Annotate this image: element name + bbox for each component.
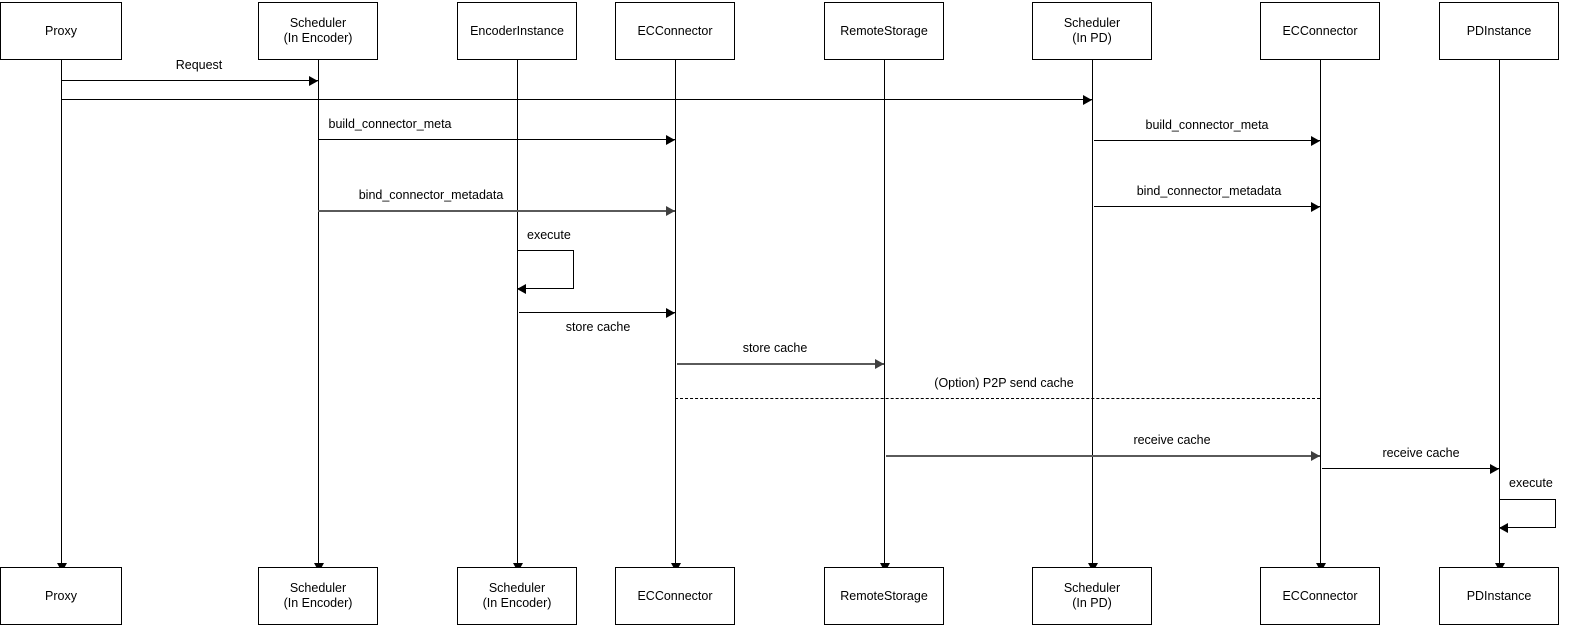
participant-footer-sched_encoder[interactable]: Scheduler (In Encoder)	[258, 567, 378, 625]
message-label-m9: (Option) P2P send cache	[934, 376, 1074, 390]
message-arrowhead-m2	[1083, 95, 1092, 105]
message-arrowhead-m4	[1311, 136, 1320, 146]
participant-header-pdinstance[interactable]: PDInstance	[1439, 2, 1559, 60]
lifeline-ecconnector_r	[1320, 60, 1321, 565]
lifeline-pdinstance	[1499, 60, 1500, 565]
participant-footer-pdinstance[interactable]: PDInstance	[1439, 567, 1559, 625]
self-call-label-s1: execute	[527, 228, 571, 242]
participant-footer-remotestorage[interactable]: RemoteStorage	[824, 567, 944, 625]
message-label-m1: Request	[175, 58, 223, 72]
message-arrowhead-m10	[1311, 451, 1320, 461]
message-label-m11: receive cache	[1382, 446, 1460, 460]
self-call-box-s2[interactable]	[1499, 499, 1556, 528]
message-line-m2[interactable]	[61, 99, 1092, 100]
message-arrowhead-m7	[666, 308, 675, 318]
message-label-m3: build_connector_meta	[328, 117, 452, 131]
lifeline-proxy	[61, 60, 62, 565]
message-arrowhead-m1	[309, 76, 318, 86]
participant-header-proxy[interactable]: Proxy	[0, 2, 122, 60]
message-line-m4[interactable]	[1094, 140, 1320, 141]
participant-header-encoder_inst[interactable]: EncoderInstance	[457, 2, 577, 60]
message-arrowhead-m11	[1490, 464, 1499, 474]
message-arrowhead-m5	[666, 206, 675, 216]
message-label-m6: bind_connector_metadata	[1136, 184, 1282, 198]
message-label-m8: store cache	[742, 341, 808, 355]
message-arrowhead-m8	[875, 359, 884, 369]
lifeline-ecconnector_l	[675, 60, 676, 565]
message-line-m1[interactable]	[61, 80, 318, 81]
lifeline-sched_pd	[1092, 60, 1093, 565]
message-arrowhead-m6	[1311, 202, 1320, 212]
message-line-m10[interactable]	[886, 455, 1320, 457]
message-label-m10: receive cache	[1133, 433, 1211, 447]
participant-footer-ecconnector_l[interactable]: ECConnector	[615, 567, 735, 625]
message-line-m5[interactable]	[318, 210, 675, 212]
message-line-m6[interactable]	[1094, 206, 1320, 207]
message-arrowhead-m3	[666, 135, 675, 145]
lifeline-encoder_inst	[517, 60, 518, 565]
lifeline-sched_encoder	[318, 60, 319, 565]
participant-header-sched_pd[interactable]: Scheduler (In PD)	[1032, 2, 1152, 60]
self-call-arrowhead-s2	[1499, 523, 1508, 533]
self-call-arrowhead-s1	[517, 284, 526, 294]
self-call-box-s1[interactable]	[517, 250, 574, 289]
participant-header-remotestorage[interactable]: RemoteStorage	[824, 2, 944, 60]
message-line-m9[interactable]	[675, 398, 1320, 399]
message-line-m11[interactable]	[1322, 468, 1499, 469]
message-label-m4: build_connector_meta	[1145, 118, 1269, 132]
participant-footer-proxy[interactable]: Proxy	[0, 567, 122, 625]
participant-footer-sched_pd[interactable]: Scheduler (In PD)	[1032, 567, 1152, 625]
message-line-m8[interactable]	[677, 363, 884, 365]
self-call-label-s2: execute	[1509, 476, 1553, 490]
message-label-m7: store cache	[565, 320, 631, 334]
message-label-m5: bind_connector_metadata	[358, 188, 504, 202]
participant-footer-encoder_inst[interactable]: Scheduler (In Encoder)	[457, 567, 577, 625]
lifeline-remotestorage	[884, 60, 885, 565]
participant-header-ecconnector_l[interactable]: ECConnector	[615, 2, 735, 60]
participant-header-sched_encoder[interactable]: Scheduler (In Encoder)	[258, 2, 378, 60]
participant-footer-ecconnector_r[interactable]: ECConnector	[1260, 567, 1380, 625]
message-line-m7[interactable]	[519, 312, 675, 313]
message-line-m3[interactable]	[318, 139, 675, 140]
participant-header-ecconnector_r[interactable]: ECConnector	[1260, 2, 1380, 60]
